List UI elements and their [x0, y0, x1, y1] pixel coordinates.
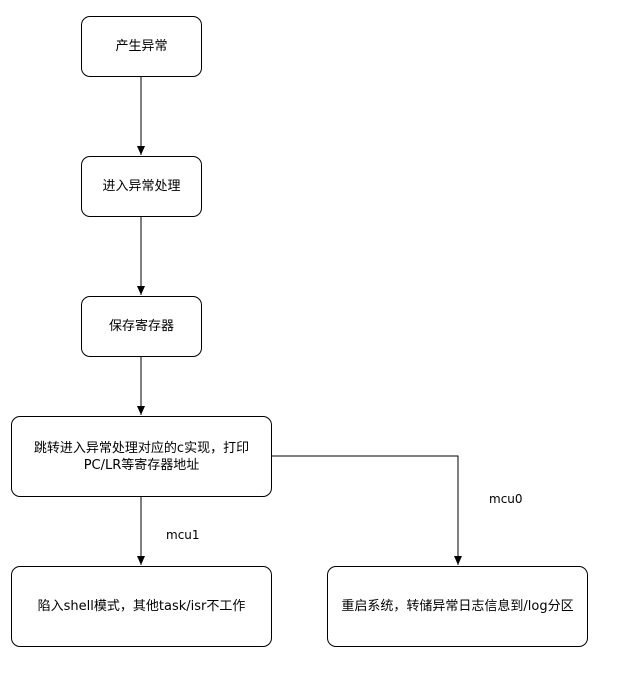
edge-label-mcu1: mcu1 — [166, 528, 200, 542]
node-save-registers: 保存寄存器 — [81, 296, 202, 357]
node-reboot-log: 重启系统，转储异常日志信息到/log分区 — [327, 566, 588, 647]
node-exception-raised: 产生异常 — [81, 16, 202, 77]
arrow-jump-to-reboot — [271, 455, 462, 565]
node-jump-c-impl: 跳转进入异常处理对应的c实现，打印PC/LR等寄存器地址 — [11, 416, 272, 497]
node-enter-handler: 进入异常处理 — [81, 156, 202, 217]
edge-label-mcu0: mcu0 — [489, 492, 523, 506]
node-shell-mode: 陷入shell模式，其他task/isr不工作 — [11, 566, 272, 647]
